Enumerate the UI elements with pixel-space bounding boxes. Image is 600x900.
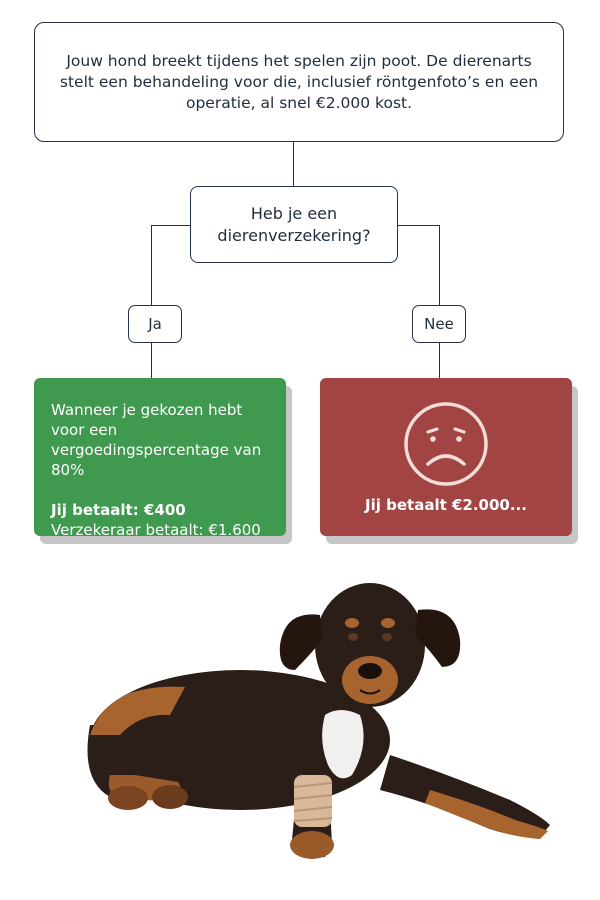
outcome-yes-insurer-pays: Verzekeraar betaalt: €1.600 <box>51 521 261 539</box>
intro-box: Jouw hond breekt tijdens het spelen zijn… <box>34 22 564 142</box>
connector-question-right-h <box>397 225 439 227</box>
connector-question-left-v <box>151 225 153 305</box>
connector-no-card <box>439 343 441 379</box>
outcome-yes-you-pay: Jij betaalt: €400 <box>51 501 186 519</box>
intro-text: Jouw hond breekt tijdens het spelen zijn… <box>59 51 539 112</box>
no-label-text: Nee <box>424 315 454 333</box>
outcome-no-you-pay: Jij betaalt €2.000... <box>365 496 527 514</box>
connector-intro-question <box>293 142 295 186</box>
connector-question-left-h <box>151 225 191 227</box>
connector-question-right-v <box>439 225 441 305</box>
question-box: Heb je een dierenverzekering? <box>190 186 398 263</box>
outcome-yes-card: Wanneer je gekozen hebt voor een vergoed… <box>34 378 286 539</box>
yes-label-text: Ja <box>148 315 162 333</box>
no-branch-label: Nee <box>412 305 466 343</box>
outcome-no-card: Jij betaalt €2.000... <box>320 378 572 536</box>
outcome-yes-description: Wanneer je gekozen hebt voor een vergoed… <box>51 401 262 479</box>
injured-puppy-icon <box>87 583 550 859</box>
question-text: Heb je een dierenverzekering? <box>217 203 371 245</box>
connector-yes-card <box>151 343 153 379</box>
sad-face-icon <box>404 402 488 486</box>
yes-branch-label: Ja <box>128 305 182 343</box>
